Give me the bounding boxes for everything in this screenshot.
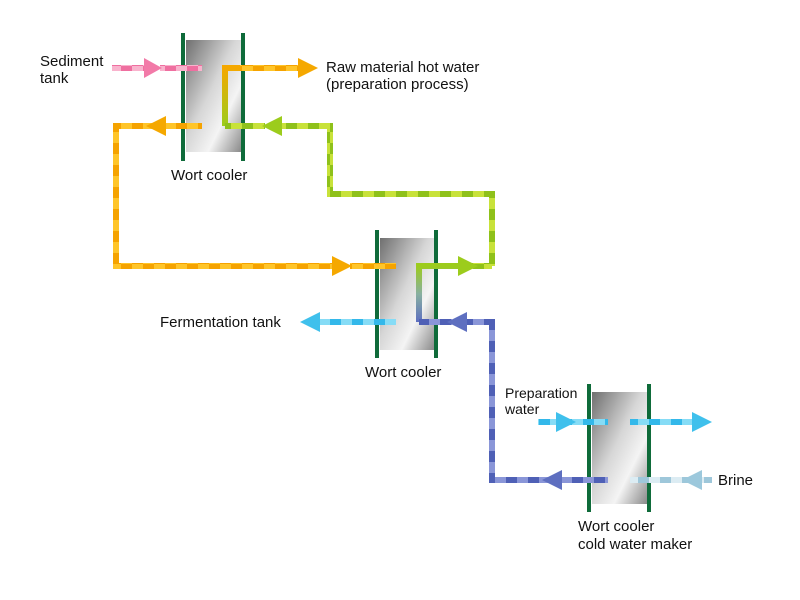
exchanger-plate-right bbox=[241, 33, 245, 161]
wort-cooler-2 bbox=[375, 230, 438, 358]
arrow-brine-in-icon bbox=[682, 470, 702, 490]
exchanger-body bbox=[592, 392, 647, 504]
label-wort-cooler-2: Wort cooler bbox=[365, 364, 441, 381]
exchanger-plate-left bbox=[375, 230, 379, 358]
label-wort-cooler-3-line2: cold water maker bbox=[578, 536, 692, 553]
arrow-sediment-in-icon bbox=[144, 58, 162, 78]
arrowheads bbox=[144, 58, 712, 490]
label-fermentation-tank: Fermentation tank bbox=[160, 314, 281, 331]
arrow-wort-right-icon bbox=[332, 256, 352, 276]
wort-cooler-3 bbox=[587, 384, 651, 512]
arrow-preparation-water-icon bbox=[556, 412, 576, 432]
arrow-indigo-return-icon bbox=[542, 470, 562, 490]
exchanger-plate-right bbox=[647, 384, 651, 512]
label-wort-cooler-1: Wort cooler bbox=[171, 167, 247, 184]
arrow-water-left-icon bbox=[262, 116, 282, 136]
arrow-water-right-icon bbox=[458, 256, 478, 276]
label-wort-cooler-3-line1: Wort cooler bbox=[578, 518, 654, 535]
pipe-hx2-water-inner bbox=[416, 263, 460, 322]
arrow-cold-water-out-icon bbox=[692, 412, 712, 432]
wort-cooler-1 bbox=[181, 33, 245, 161]
label-brine: Brine bbox=[718, 472, 753, 489]
exchanger-plate-left bbox=[181, 33, 185, 161]
label-sediment-tank-line2: tank bbox=[40, 70, 69, 87]
label-preparation-water-line2: water bbox=[504, 401, 540, 417]
exchanger-plate-right bbox=[434, 230, 438, 358]
pipe-water-hx2-to-hx1 bbox=[280, 123, 495, 266]
label-raw-hot-water-line1: Raw material hot water bbox=[326, 59, 479, 76]
arrow-fermentation-icon bbox=[300, 312, 320, 332]
label-preparation-water: Preparation water bbox=[504, 385, 581, 417]
exchanger-plate-left bbox=[587, 384, 591, 512]
label-raw-hot-water: Raw material hot water (preparation proc… bbox=[326, 59, 484, 93]
arrow-raw-hot-water-icon bbox=[298, 58, 318, 78]
exchanger-body bbox=[186, 40, 241, 152]
arrow-indigo-left-icon bbox=[447, 312, 467, 332]
exchanger-body bbox=[380, 238, 434, 350]
label-sediment-tank: Sediment tank bbox=[40, 53, 108, 87]
arrow-wort-left-icon bbox=[146, 116, 166, 136]
label-raw-hot-water-line2: (preparation process) bbox=[326, 76, 469, 93]
label-wort-cooler-3: Wort cooler cold water maker bbox=[578, 518, 692, 553]
label-preparation-water-line1: Preparation bbox=[505, 385, 577, 401]
label-sediment-tank-line1: Sediment bbox=[40, 53, 104, 70]
